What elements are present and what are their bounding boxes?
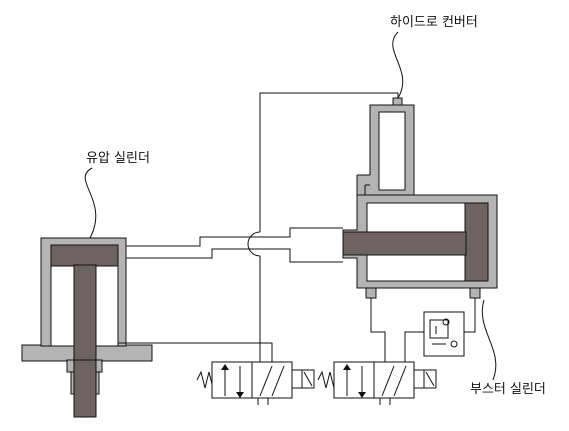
hydraulic-cylinder-leader: [84, 167, 97, 239]
hydraulic-cylinder: [21, 167, 153, 418]
booster-cylinder-leader: [481, 299, 497, 381]
booster-cylinder-rod: [342, 231, 467, 256]
right-directional-valve: [317, 361, 437, 405]
hydro-converter: [356, 31, 415, 215]
booster-cylinder-piston: [464, 202, 489, 282]
left-directional-valve: [196, 361, 315, 405]
booster-cylinder: [342, 194, 498, 381]
hydraulic-cylinder-label: 유압 실린더: [86, 151, 150, 166]
hydraulic-cylinder-piston: [50, 244, 119, 267]
hydro-converter-leader: [392, 31, 404, 99]
pressure-switch: [423, 311, 465, 357]
booster-cylinder-label: 부스터 실린더: [470, 382, 546, 397]
hydro-converter-label: 하이드로 컨버터: [390, 15, 478, 30]
